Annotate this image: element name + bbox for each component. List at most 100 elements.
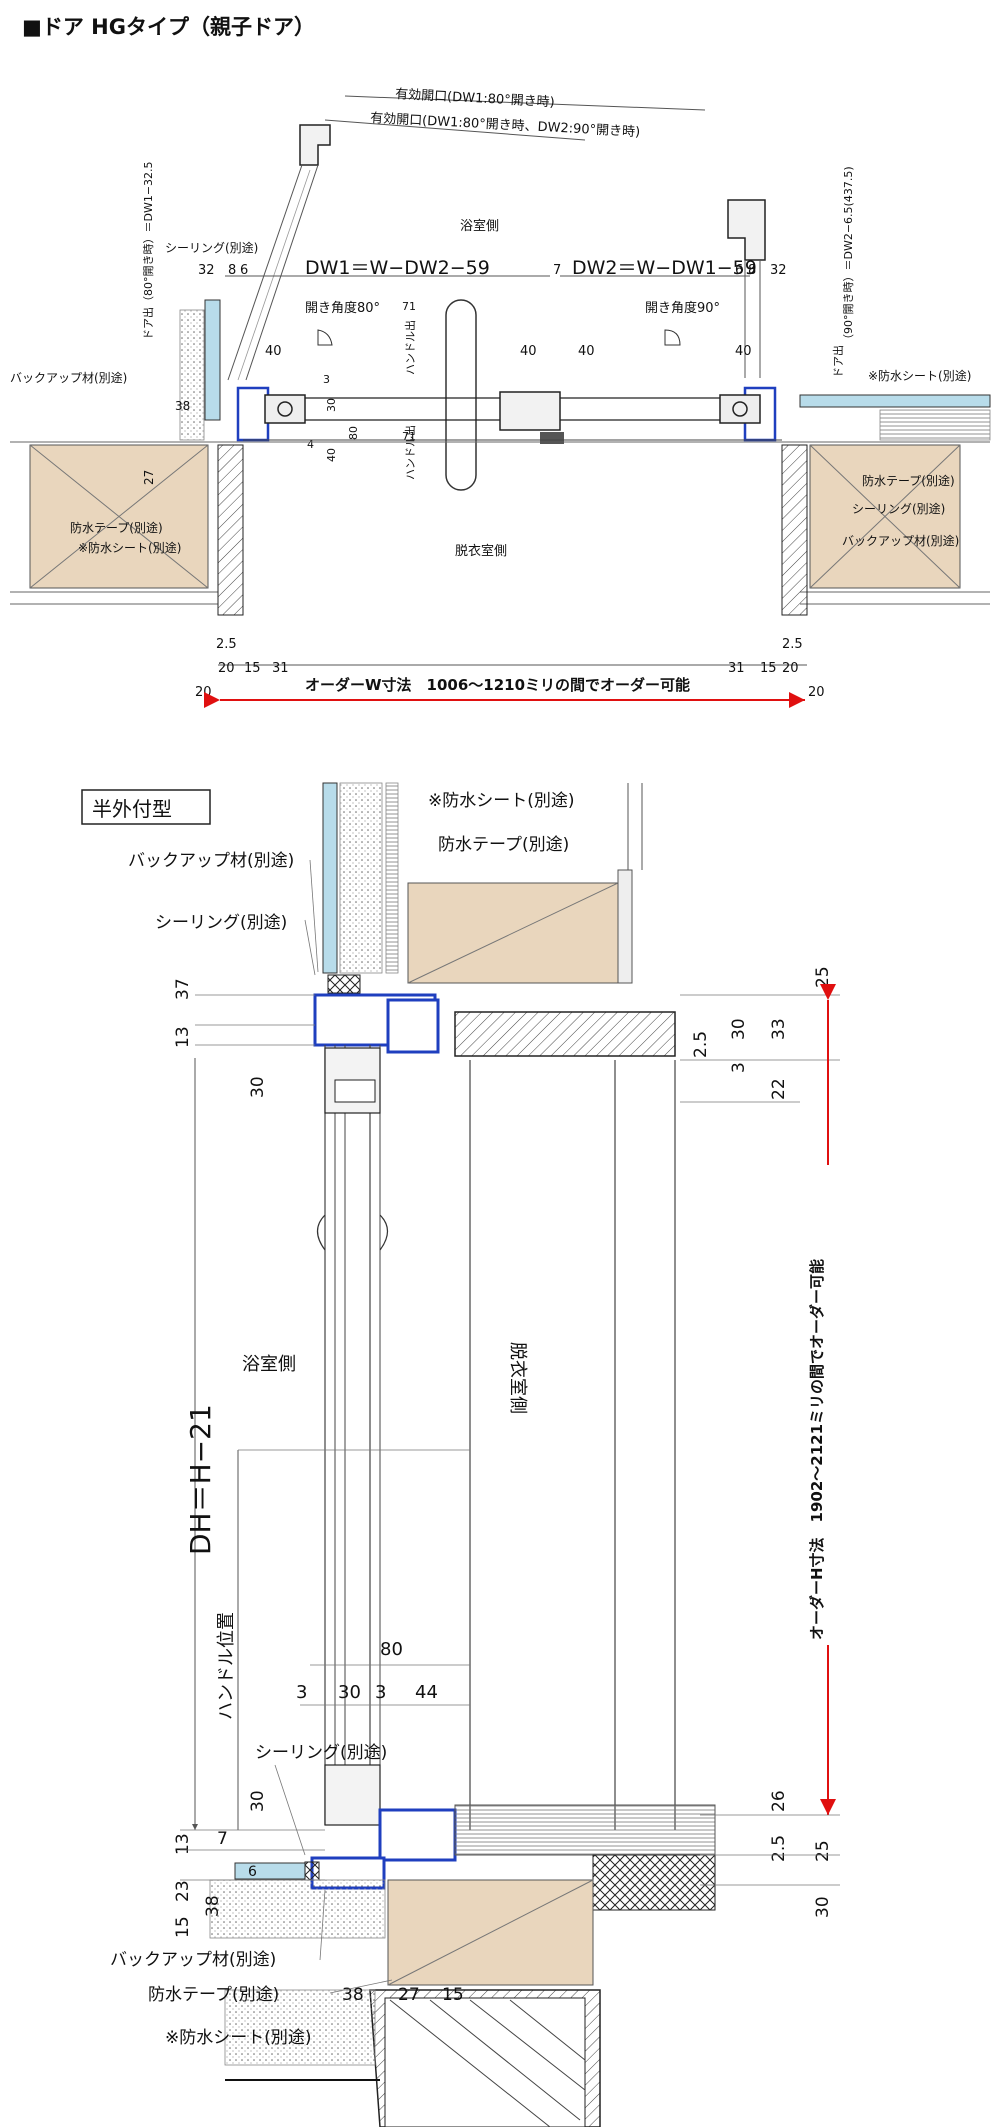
- page-title: ■ドア HGタイプ（親子ドア）: [22, 15, 315, 39]
- right-vertical-dim: （90°開き時）＝DW2−6.5(437.5): [842, 166, 855, 345]
- plan-dressing-side: 脱衣室側: [455, 543, 507, 559]
- angle90-label: 開き角度90°: [645, 300, 720, 316]
- plan-tape-left: 防水テープ(別途): [70, 520, 163, 535]
- bd-l-2-5: 2.5: [216, 637, 237, 652]
- left-frame: [236, 386, 270, 442]
- angle80-label: 開き角度80°: [305, 300, 380, 316]
- left-jamb-hatch: [217, 444, 244, 616]
- sec-dim-25-b: 25: [813, 1840, 833, 1862]
- plan-dim-38: 38: [175, 399, 190, 413]
- sec-dim-6: 6: [248, 1864, 257, 1880]
- handle-bump-l: [316, 1214, 326, 1251]
- tl-dim-32: 32: [198, 263, 215, 278]
- hd-80: 80: [380, 1639, 403, 1660]
- sec-tape-top: 防水テープ(別途): [438, 835, 569, 855]
- sec-backup-block-bottom: [304, 1861, 320, 1881]
- order-h-bg: [800, 1165, 830, 1645]
- sec-concrete-top: [339, 782, 383, 974]
- left-leaf-edge-1: [227, 164, 303, 381]
- sec-bottom-tile: [234, 1862, 306, 1880]
- sec-dim-2-5-b: 2.5: [769, 1835, 789, 1862]
- sec-foundation-inner: [384, 1997, 586, 2127]
- right-tile: [799, 394, 991, 408]
- order-w-label: オーダーW寸法 1006〜1210ミリの間でオーダー可能: [305, 676, 690, 694]
- left-vertical-dim: ドア出（80°開き時）＝DW1−32.5: [141, 161, 155, 340]
- sec-sill-board: [454, 1804, 716, 1856]
- tr-dim-8: 8: [748, 263, 756, 278]
- tr-dim-6: 6: [735, 263, 743, 278]
- angle90-mark: [664, 329, 681, 346]
- bd-r-20: 20: [782, 661, 799, 676]
- plan-dim-15-27: 27: [142, 470, 156, 485]
- left-leaf-edge-2: [245, 164, 319, 381]
- plan-bath-side: 浴室側: [460, 218, 499, 234]
- dim-71-bottom: 71: [402, 430, 416, 443]
- bd-r-outer-20: 20: [808, 685, 825, 700]
- sec-backup-block-top: [327, 974, 361, 994]
- bd-l-20: 20: [218, 661, 235, 676]
- plan-sheet-left: ※防水シート(別途): [78, 540, 181, 555]
- sec-sheet-bottom: ※防水シート(別途): [165, 2028, 312, 2048]
- right-leaf-profile: [727, 199, 766, 261]
- plan-view: 有効開口(DW1:80°開き時) 有効開口(DW1:80°開き時、DW2:90°…: [10, 87, 991, 708]
- left-wood-cross: [29, 444, 209, 589]
- dim-80: 80: [347, 426, 360, 440]
- leaf-bottom-rail: [324, 1764, 381, 1826]
- sec-bottom-slab: [224, 1989, 376, 2066]
- meeting-latch: [540, 432, 564, 444]
- left-hinge: [264, 394, 306, 424]
- sec-head-casing: [454, 1011, 676, 1057]
- gap7-label: 7: [553, 263, 561, 278]
- plan-backup-right: バックアップ材(別途): [842, 533, 959, 548]
- dim-40-b: 40: [520, 344, 537, 359]
- leader-backup-top: [309, 859, 319, 973]
- leader-backup-bottom: [319, 1889, 326, 1961]
- handle-pos-label: ハンドル位置: [216, 1612, 237, 1720]
- hd-3b: 3: [375, 1682, 386, 1703]
- sec-sealing-bottom: シーリング(別途): [255, 1743, 387, 1763]
- sec-dim-15-bottom: 15: [173, 1916, 193, 1938]
- sec-dim-23: 23: [173, 1880, 193, 1902]
- eff-open-line-1: [344, 95, 706, 111]
- sec-sealing-top: シーリング(別途): [155, 913, 287, 933]
- sec-dim-26: 26: [769, 1790, 789, 1812]
- left-wall-concrete: [179, 309, 205, 441]
- sec-sill-crosshatch: [592, 1854, 716, 1911]
- sec-dim-30-b: 30: [813, 1896, 833, 1918]
- plan-sheet-right: ※防水シート(別途): [868, 368, 971, 383]
- left-leaf-profile: [299, 124, 331, 166]
- sec-sill-frame: [378, 1808, 457, 1862]
- order-w-bg: [300, 672, 725, 694]
- right-hinge: [719, 394, 761, 424]
- sec-dim-25: 25: [813, 966, 833, 988]
- sec-backup-top: バックアップ材(別途): [128, 851, 294, 871]
- dim-30: 30: [325, 398, 338, 412]
- right-wood-cross: [809, 444, 961, 589]
- right-wall-layers: [879, 409, 991, 441]
- left-leaf-edge-3: [237, 169, 311, 381]
- dim-40-c: 40: [578, 344, 595, 359]
- right-jamb-hatch: [781, 444, 808, 616]
- eff-open-label-2: 有効開口(DW1:80°開き時、DW2:90°開き時): [370, 111, 641, 140]
- sec-concrete-bottom: [209, 1879, 386, 1939]
- dw2-label: DW2＝W−DW1−59: [572, 257, 757, 279]
- sec-dim-13-bottom: 13: [173, 1833, 193, 1855]
- hd-3a: 3: [296, 1682, 307, 1703]
- dim-40-d: 40: [735, 344, 752, 359]
- meeting-stile: [499, 391, 561, 431]
- sec-wood-bottom-diag: [387, 1879, 594, 1986]
- leader-sealing-top: [304, 919, 316, 976]
- dim-3: 3: [323, 373, 330, 386]
- sec-dim-37: 37: [173, 978, 193, 1000]
- handle-bump-r: [379, 1214, 389, 1251]
- left-tile: [204, 299, 221, 421]
- type-label: 半外付型: [92, 797, 172, 821]
- handle-out-upper: ハンドル出: [403, 320, 417, 375]
- sec-wood-top-diag: [407, 882, 619, 984]
- handle-outline: [445, 299, 477, 491]
- plan-sealing-right: シーリング(別途): [852, 501, 945, 516]
- dim-71-top: 71: [402, 300, 416, 313]
- sill-dim-15: 15: [442, 1985, 464, 2005]
- leader-sealing-bottom: [274, 1764, 306, 1856]
- bd-l-31: 31: [272, 661, 289, 676]
